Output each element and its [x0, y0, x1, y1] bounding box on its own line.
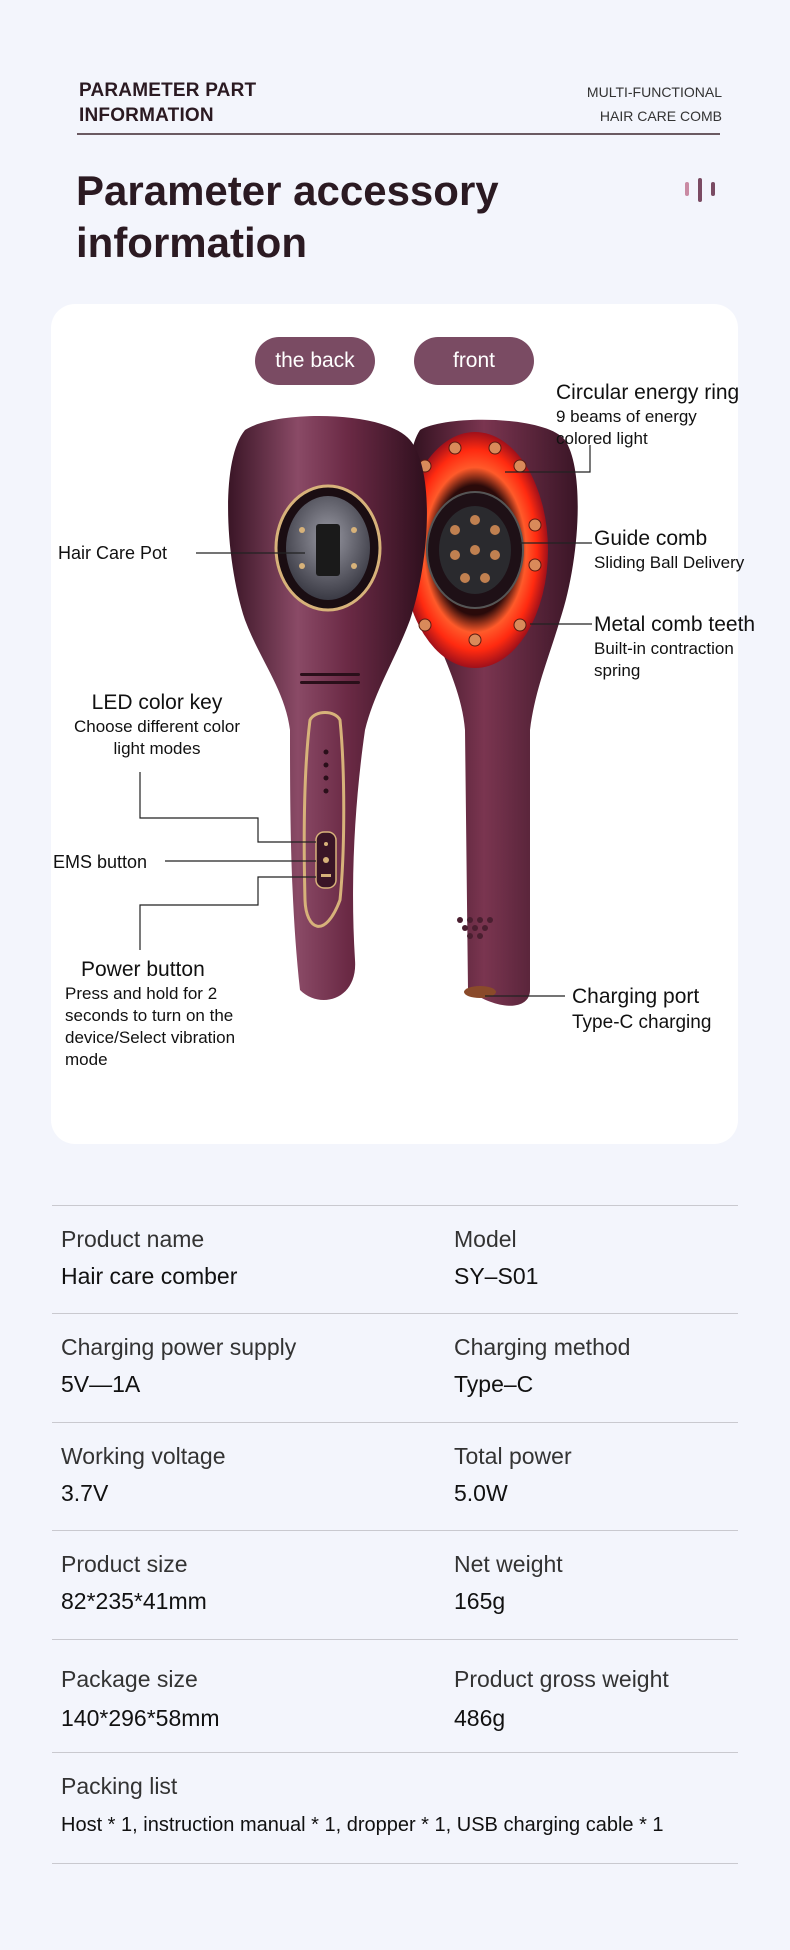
- spec-cell: Product size 82*235*41mm: [61, 1551, 207, 1615]
- spec-row: Package size 140*296*58mm Product gross …: [52, 1639, 738, 1752]
- callout-guide-comb-line1: Sliding Ball Delivery: [594, 553, 745, 572]
- spec-value: 140*296*58mm: [61, 1705, 220, 1731]
- spec-label: Product size: [61, 1551, 188, 1577]
- spec-label: Package size: [61, 1666, 198, 1692]
- spec-cell: Working voltage 3.7V: [61, 1443, 226, 1507]
- spec-row: Charging power supply 5V—1A Charging met…: [52, 1313, 738, 1422]
- spec-label: Charging power supply: [61, 1334, 297, 1360]
- callout-led-key: LED color key Choose different color lig…: [62, 690, 252, 760]
- spec-table-bottom-rule: [52, 1863, 738, 1864]
- header-left-title: PARAMETER PART INFORMATION: [79, 78, 256, 128]
- spec-label: Net weight: [454, 1551, 563, 1577]
- callout-led-key-line2: light modes: [113, 739, 201, 758]
- spec-cell: Product name Hair care comber: [61, 1226, 237, 1290]
- callout-ems-button: EMS button: [53, 850, 147, 874]
- page-title: Parameter accessory information: [76, 165, 499, 269]
- spec-row: Working voltage 3.7V Total power 5.0W: [52, 1422, 738, 1530]
- callout-led-key-line1: Choose different color: [73, 717, 240, 736]
- spec-label: Product gross weight: [454, 1666, 669, 1692]
- callout-power-button-line4: mode: [65, 1050, 108, 1069]
- spec-value: SY–S01: [454, 1263, 539, 1289]
- packing-value: Host * 1, instruction manual * 1, droppe…: [61, 1814, 664, 1836]
- spec-cell: Net weight 165g: [454, 1551, 563, 1615]
- callout-power-button-line3: device/Select vibration: [65, 1028, 236, 1047]
- header-divider: [77, 133, 720, 135]
- spec-label: Charging method: [454, 1334, 631, 1360]
- header-right-line2: HAIR CARE COMB: [599, 108, 722, 124]
- spec-cell: Model SY–S01: [454, 1226, 538, 1290]
- callout-ems-button-title: EMS button: [53, 852, 148, 872]
- spec-value: 82*235*41mm: [61, 1588, 207, 1614]
- callout-power-button-title: Power button: [81, 958, 205, 981]
- spec-cell: Total power 5.0W: [454, 1443, 572, 1507]
- callout-metal-teeth: Metal comb teeth Built-in contraction sp…: [594, 612, 755, 682]
- spec-row: Product size 82*235*41mm Net weight 165g: [52, 1530, 738, 1639]
- header-left-line1: PARAMETER PART: [79, 80, 257, 101]
- spec-label: Working voltage: [61, 1443, 226, 1469]
- callout-power-button: Power button Press and hold for 2 second…: [65, 957, 235, 1071]
- spec-label: Total power: [454, 1443, 572, 1469]
- callout-hair-care-pot: Hair Care Pot: [58, 541, 167, 565]
- spec-row-packing: Packing list Host * 1, instruction manua…: [52, 1752, 738, 1863]
- device-illustration: [139, 416, 592, 1006]
- callout-energy-ring: Circular energy ring 9 beams of energy c…: [556, 380, 739, 450]
- spec-cell: Packing list Host * 1, instruction manua…: [61, 1773, 741, 1837]
- spec-value: Hair care comber: [61, 1263, 238, 1289]
- spec-cell: Package size 140*296*58mm: [61, 1666, 220, 1732]
- callout-lines: [139, 445, 592, 997]
- packing-label: Packing list: [61, 1773, 178, 1799]
- callout-charging-port: Charging port Type-C charging: [572, 984, 711, 1036]
- spec-label: Model: [454, 1226, 517, 1252]
- device-front: [402, 419, 578, 1006]
- header-right-line1: MULTI-FUNCTIONAL: [586, 84, 722, 100]
- callout-energy-ring-title: Circular energy ring: [556, 381, 740, 404]
- spec-cell: Charging method Type–C: [454, 1334, 630, 1398]
- spec-row: Product name Hair care comber Model SY–S…: [52, 1205, 738, 1313]
- callout-guide-comb-title: Guide comb: [594, 527, 708, 550]
- spec-cell: Product gross weight 486g: [454, 1666, 669, 1732]
- header-left-line2: INFORMATION: [79, 105, 214, 126]
- tab-back[interactable]: the back: [255, 337, 375, 385]
- callout-guide-comb: Guide comb Sliding Ball Delivery: [594, 526, 744, 574]
- device-back: [228, 416, 427, 1000]
- spec-value: 5.0W: [454, 1480, 508, 1506]
- callout-metal-teeth-title: Metal comb teeth: [594, 613, 756, 636]
- spec-value: 5V—1A: [61, 1371, 141, 1397]
- page-title-line1: Parameter accessory: [76, 167, 499, 214]
- spec-label: Product name: [61, 1226, 205, 1252]
- callout-charging-port-title: Charging port: [572, 985, 700, 1008]
- callout-energy-ring-line1: 9 beams of energy: [556, 407, 697, 426]
- spec-cell: Charging power supply 5V—1A: [61, 1334, 296, 1398]
- callout-energy-ring-line2: colored light: [556, 429, 648, 448]
- spec-value: 486g: [454, 1705, 506, 1731]
- callout-metal-teeth-line2: spring: [594, 661, 641, 680]
- callout-led-key-title: LED color key: [91, 691, 223, 714]
- callout-metal-teeth-line1: Built-in contraction: [594, 639, 734, 658]
- spec-value: 165g: [454, 1588, 506, 1614]
- tab-front[interactable]: front: [414, 337, 534, 385]
- page-title-line2: information: [76, 219, 307, 266]
- spec-value: 3.7V: [61, 1480, 109, 1506]
- callout-power-button-line1: Press and hold for 2: [65, 984, 218, 1003]
- decorative-bars-icon: [685, 178, 715, 202]
- spec-value: Type–C: [454, 1371, 534, 1397]
- callout-hair-care-pot-title: Hair Care Pot: [58, 543, 168, 563]
- callout-power-button-line2: seconds to turn on the: [65, 1006, 234, 1025]
- callout-charging-port-line1: Type-C charging: [572, 1012, 712, 1033]
- header-right-subtitle: MULTI-FUNCTIONAL HAIR CARE COMB: [587, 80, 722, 128]
- spec-table: Product name Hair care comber Model SY–S…: [52, 1205, 738, 1864]
